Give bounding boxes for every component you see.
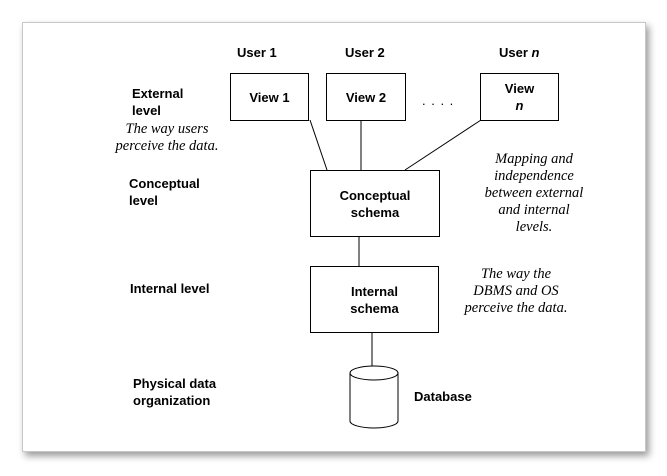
external-level-label: External level <box>132 86 184 118</box>
mapping-note: Mapping and independence between externa… <box>484 151 584 235</box>
user-n-label: User n <box>499 45 540 60</box>
view-n-label: View n <box>504 81 535 113</box>
conceptual-schema-line2: schema <box>350 204 400 220</box>
internal-level-label: Internal level <box>130 281 210 296</box>
view-n-box: View n <box>480 73 559 121</box>
connector-view1-conceptual <box>309 119 328 171</box>
internal-schema-line2: schema <box>350 300 399 316</box>
internal-schema-box: Internal schema <box>310 266 439 333</box>
view-2-box: View 2 <box>326 73 406 121</box>
conceptual-level-label: Conceptual level <box>129 176 200 208</box>
ellipsis-dots: . . . . <box>422 93 455 108</box>
user-2-label: User 2 <box>345 45 385 60</box>
database-cylinder <box>349 365 399 429</box>
internal-schema-line1: Internal <box>351 283 398 299</box>
conceptual-schema-line1: Conceptual <box>339 187 411 203</box>
physical-data-organization-label: Physical data organization <box>133 376 217 408</box>
conceptual-schema-box: Conceptual schema <box>310 170 440 237</box>
users-perceive-note: The way users perceive the data. <box>115 121 219 154</box>
view-1-box: View 1 <box>230 73 309 121</box>
user-1-label: User 1 <box>237 45 277 60</box>
dbms-os-note: The way the DBMS and OS perceive the dat… <box>464 266 568 316</box>
view-2-label: View 2 <box>345 89 387 105</box>
view-1-label: View 1 <box>249 89 290 105</box>
database-label: Database <box>414 389 472 404</box>
connector-viewn-conceptual <box>404 119 482 171</box>
